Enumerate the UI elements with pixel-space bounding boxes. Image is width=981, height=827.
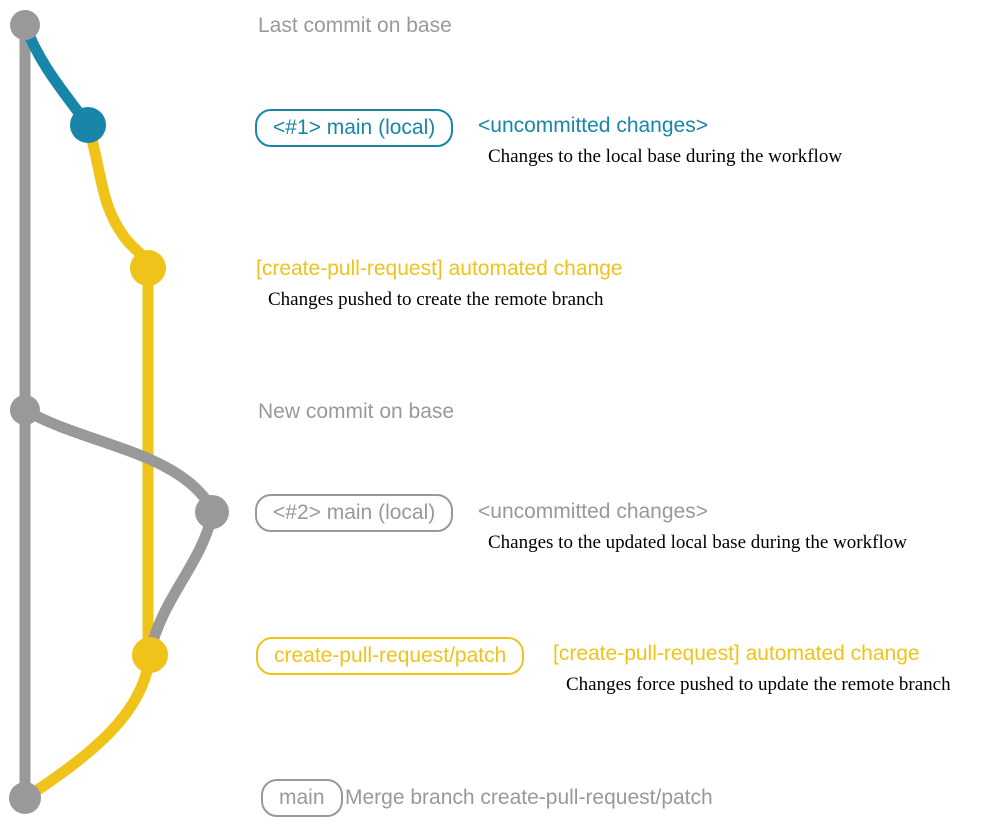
commit-dot-automated-2 (132, 637, 168, 673)
commit-dot-merge (9, 782, 41, 814)
branch-pill-main-local-2: <#2> main (local) (255, 494, 454, 532)
commit-dot-last-base (10, 10, 40, 40)
branch-pill-main: main (261, 779, 343, 817)
commit-dot-local-2 (195, 495, 229, 529)
commit-dot-automated-1 (130, 250, 166, 286)
commit-dot-local-1 (70, 107, 106, 143)
desc-local-base-changes-1: Changes to the local base during the wor… (488, 146, 843, 167)
local-main-2-to-patch-curve (145, 510, 218, 654)
commit-dot-new-base (10, 395, 40, 425)
status-uncommitted-changes-2: <uncommitted changes> (478, 500, 708, 523)
base-to-local-main-2-curve (19, 404, 218, 522)
commit-msg-automated-change-2: [create-pull-request] automated change (553, 642, 920, 665)
branch-pill-create-pull-request-patch: create-pull-request/patch (256, 637, 525, 675)
label-new-commit-on-base: New commit on base (258, 400, 455, 423)
status-uncommitted-changes-1: <uncommitted changes> (478, 114, 708, 137)
desc-local-base-changes-2: Changes to the updated local base during… (488, 532, 907, 553)
commit-msg-automated-change-1: [create-pull-request] automated change (256, 257, 623, 280)
desc-changes-force-pushed: Changes force pushed to update the remot… (566, 674, 951, 695)
branch-pill-main-local-1: <#1> main (local) (255, 109, 454, 147)
commit-msg-merge-branch: Merge branch create-pull-request/patch (345, 786, 713, 809)
patch-branch-line (82, 119, 154, 661)
patch-merge-curve (21, 649, 156, 803)
desc-changes-pushed: Changes pushed to create the remote bran… (268, 289, 604, 310)
label-last-commit-on-base: Last commit on base (258, 14, 452, 37)
